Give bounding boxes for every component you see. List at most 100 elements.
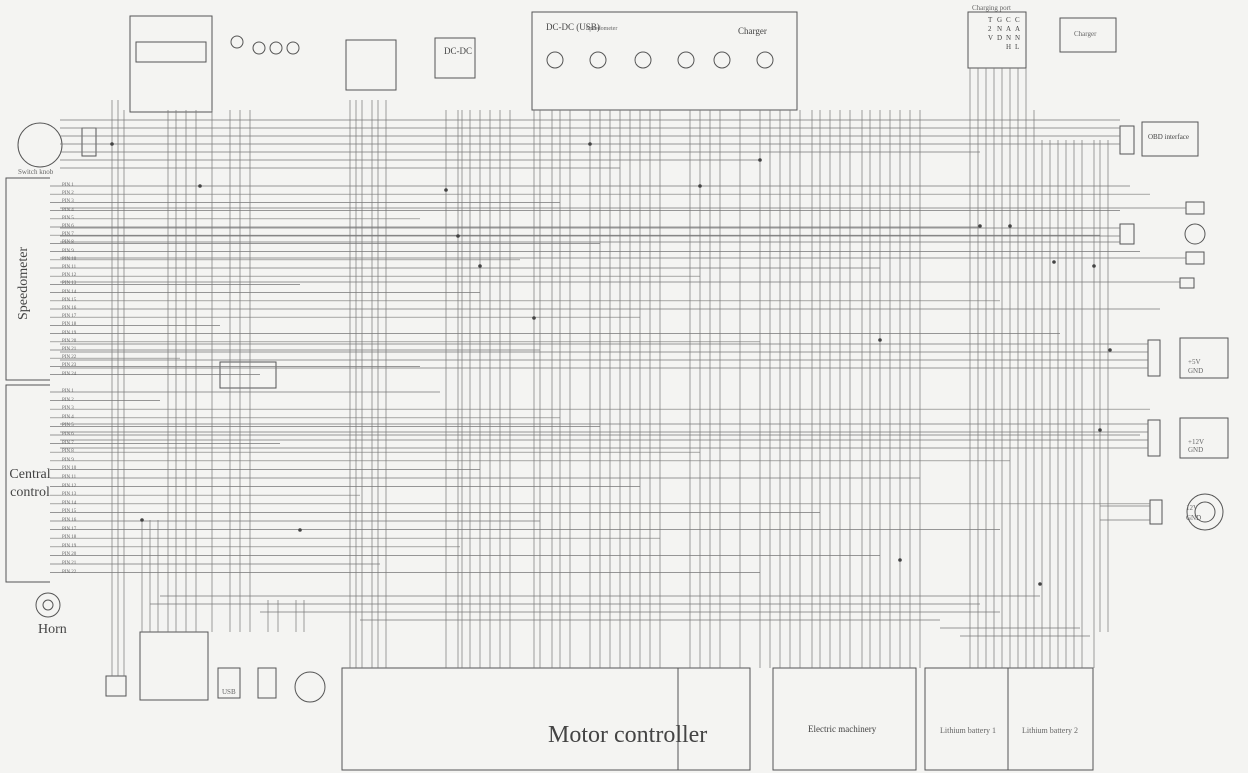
junction-165: [588, 142, 592, 146]
speedometer-label: Speedometer: [16, 246, 31, 320]
switch-knob-icon: [17, 122, 63, 168]
charging-port-pin-2: G: [997, 16, 1003, 24]
charging-port-label: Charging port: [972, 4, 1011, 12]
charging-port-pin-13: H: [1006, 43, 1012, 51]
central-pin-6: PIN 6: [62, 432, 74, 437]
speedometer-pin-15: PIN 15: [62, 297, 77, 303]
charging-port-pin-10: D: [997, 34, 1003, 42]
charging-port-pin-5: 2: [988, 25, 992, 33]
junction-167: [758, 158, 762, 162]
relay2-box: [257, 667, 277, 699]
speedometer-pin-7: PIN 7: [62, 232, 74, 238]
junction-179: [898, 558, 902, 562]
charger-label: Charger: [1074, 30, 1097, 38]
speedometer-pin-11: PIN 11: [62, 265, 77, 270]
junction-173: [1108, 348, 1112, 352]
plus12v-label: +12V: [1188, 438, 1205, 446]
battery-box: [924, 667, 1094, 771]
central-pin-4: PIN 4: [62, 414, 74, 420]
motor-controller-box: [341, 667, 751, 771]
central-pin-1: PIN 1: [62, 389, 74, 394]
speedometer-pin-9: PIN 9: [62, 248, 74, 254]
central-pin-3: PIN 3: [62, 406, 74, 412]
charging-port-pin-3: C: [1006, 16, 1011, 24]
junction-178: [532, 316, 536, 320]
central-pin-13: PIN 13: [62, 492, 77, 498]
junction-166: [698, 184, 702, 188]
charging-port-pin-8: A: [1015, 25, 1021, 33]
junction-176: [978, 224, 982, 228]
obd-label: OBD interface: [1148, 133, 1190, 141]
central-pin-5: PIN 5: [62, 423, 74, 429]
charging-port-pin-9: V: [988, 34, 994, 42]
central-pin-2: PIN 2: [62, 397, 74, 403]
central-pin-8: PIN 8: [62, 449, 74, 455]
speedometer-pin-16: PIN 16: [62, 306, 77, 311]
charging-port-pin-12: N: [1015, 34, 1021, 42]
junction-162: [298, 528, 302, 532]
central-pin-16: PIN 16: [62, 518, 77, 523]
battery1-label: Lithium battery 1: [940, 726, 996, 735]
speedometer-top-label: Speedometer: [586, 26, 618, 32]
light-switch-inner: [135, 41, 207, 63]
top-panel-box: [531, 11, 798, 111]
central-pin-15: PIN 15: [62, 509, 77, 515]
junction-160: [110, 142, 114, 146]
gnd1-label: GND: [1188, 367, 1204, 375]
central-pin-7: PIN 7: [62, 440, 74, 446]
speedometer-pin-4: PIN 4: [62, 207, 74, 213]
central-pin-21: PIN 21: [62, 561, 77, 566]
horn-label: Horn: [38, 622, 67, 637]
speedometer-pin-6: PIN 6: [62, 224, 74, 229]
junction-172: [1098, 428, 1102, 432]
speedometer-bracket: [5, 177, 50, 381]
central-pin-12: PIN 12: [62, 483, 77, 489]
central-pin-17: PIN 17: [62, 526, 77, 532]
charging-port-pin-11: N: [1006, 34, 1012, 42]
speedometer-pin-18: PIN 18: [62, 322, 77, 328]
speedometer-pin-13: PIN 13: [62, 281, 77, 287]
left-switch-box: [139, 631, 209, 701]
gnd2-label: GND: [1188, 446, 1204, 454]
dcdc-usb-label: DC-DC (USB): [546, 22, 600, 32]
speedometer-pin-14: PIN 14: [62, 289, 77, 295]
charging-port-pin-4: C: [1015, 16, 1020, 24]
speedometer-pin-23: PIN 23: [62, 363, 77, 369]
electric-machinery-label: Electric machinery: [808, 724, 877, 734]
brake-switch-box: [105, 675, 127, 697]
speedometer-pin-22: PIN 22: [62, 355, 77, 361]
junction-177: [1008, 224, 1012, 228]
junction-174: [456, 234, 460, 238]
central-pin-9: PIN 9: [62, 457, 74, 463]
speedometer-pin-21: PIN 21: [62, 347, 77, 352]
key-switch-icon: [294, 671, 326, 703]
central-pin-20: PIN 20: [62, 552, 77, 558]
speedometer-pin-20: PIN 20: [62, 338, 77, 344]
obd-box: [1141, 121, 1199, 157]
junction-164: [478, 264, 482, 268]
charging-port-pin-14: L: [1015, 43, 1020, 51]
dcdc-box: [434, 37, 476, 79]
junction-169: [1038, 582, 1042, 586]
charger-top-label: Charger: [738, 26, 767, 36]
speedometer-pin-5: PIN 5: [62, 215, 74, 221]
junction-161: [140, 518, 144, 522]
junction-170: [1052, 260, 1056, 264]
central-pin-11: PIN 11: [62, 475, 77, 480]
speedometer-pin-12: PIN 12: [62, 273, 77, 279]
relay-box: [219, 361, 277, 389]
junction-171: [1092, 264, 1096, 268]
speedometer-pin-17: PIN 17: [62, 314, 77, 320]
speedometer-pin-3: PIN 3: [62, 199, 74, 205]
electric-machinery-box: [772, 667, 917, 771]
plus5v-label: +5V: [1188, 358, 1201, 366]
switch-knob-label: Switch knob: [18, 168, 54, 176]
usb-box: [217, 667, 241, 699]
light-switch-box: [129, 15, 213, 113]
junction-168: [878, 338, 882, 342]
speedometer-pin-1: PIN 1: [62, 183, 74, 188]
speedometer-pin-19: PIN 19: [62, 330, 77, 336]
central-pin-22: PIN 22: [62, 569, 77, 575]
central-pin-19: PIN 19: [62, 543, 77, 549]
